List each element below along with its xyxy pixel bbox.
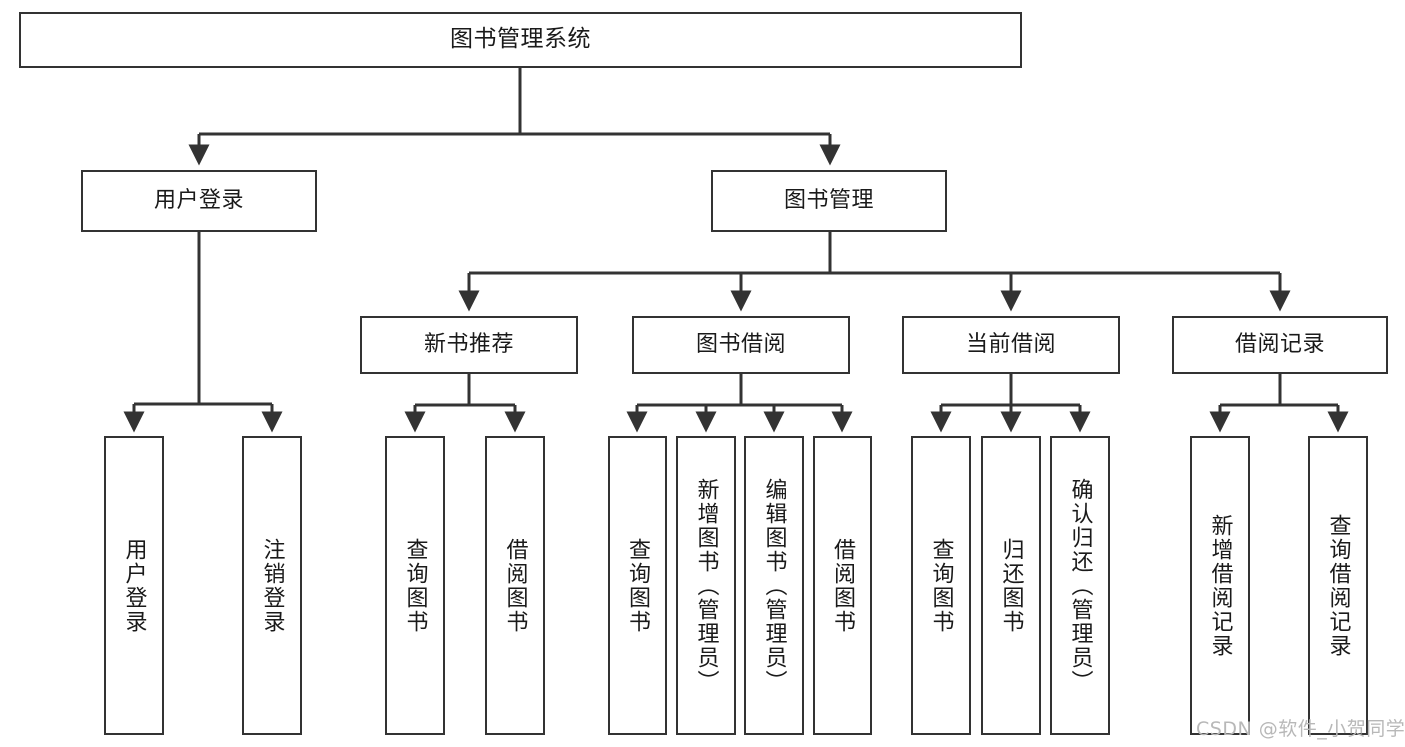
node-book-borrow[interactable]: 图书借阅 bbox=[632, 316, 850, 374]
node-leaf-add-record[interactable]: 新增借阅记录 bbox=[1190, 436, 1250, 735]
node-leaf-edit-book[interactable]: 编辑图书（管理员） bbox=[744, 436, 804, 735]
node-leaf-borrow-book-2[interactable]: 借阅图书 bbox=[813, 436, 872, 735]
csdn-watermark: CSDN @软件_小贺同学 bbox=[1196, 718, 1405, 740]
node-leaf-query-book-1[interactable]: 查询图书 bbox=[385, 436, 445, 735]
node-current-borrow[interactable]: 当前借阅 bbox=[902, 316, 1120, 374]
node-leaf-query-book-1-label: 查询图书 bbox=[402, 537, 428, 634]
node-leaf-user-login-label: 用户登录 bbox=[121, 537, 147, 634]
node-leaf-borrow-book-1-label: 借阅图书 bbox=[502, 537, 528, 634]
node-user-login-label: 用户登录 bbox=[153, 187, 244, 213]
node-leaf-borrow-book-2-label: 借阅图书 bbox=[830, 537, 856, 634]
node-leaf-query-record[interactable]: 查询借阅记录 bbox=[1308, 436, 1368, 735]
node-leaf-confirm-return-label: 确认归还（管理员） bbox=[1067, 477, 1093, 694]
node-root[interactable]: 图书管理系统 bbox=[19, 12, 1022, 68]
node-leaf-add-book[interactable]: 新增图书（管理员） bbox=[676, 436, 736, 735]
node-leaf-edit-book-label: 编辑图书（管理员） bbox=[761, 477, 787, 694]
node-book-manage-label: 图书管理 bbox=[783, 187, 874, 213]
node-leaf-return-book-label: 归还图书 bbox=[998, 537, 1024, 634]
node-new-book-recommend-label: 新书推荐 bbox=[423, 331, 514, 357]
node-borrow-record-label: 借阅记录 bbox=[1234, 331, 1325, 357]
node-leaf-query-book-2[interactable]: 查询图书 bbox=[608, 436, 667, 735]
node-leaf-return-book[interactable]: 归还图书 bbox=[981, 436, 1041, 735]
node-leaf-user-logout[interactable]: 注销登录 bbox=[242, 436, 302, 735]
node-leaf-user-login[interactable]: 用户登录 bbox=[104, 436, 164, 735]
node-book-manage[interactable]: 图书管理 bbox=[711, 170, 947, 232]
node-book-borrow-label: 图书借阅 bbox=[695, 331, 786, 357]
node-current-borrow-label: 当前借阅 bbox=[965, 331, 1056, 357]
node-new-book-recommend[interactable]: 新书推荐 bbox=[360, 316, 578, 374]
node-leaf-add-record-label: 新增借阅记录 bbox=[1207, 513, 1233, 658]
node-user-login[interactable]: 用户登录 bbox=[81, 170, 317, 232]
node-borrow-record[interactable]: 借阅记录 bbox=[1172, 316, 1388, 374]
node-leaf-add-book-label: 新增图书（管理员） bbox=[693, 477, 719, 694]
node-leaf-borrow-book-1[interactable]: 借阅图书 bbox=[485, 436, 545, 735]
node-leaf-confirm-return[interactable]: 确认归还（管理员） bbox=[1050, 436, 1110, 735]
node-leaf-user-logout-label: 注销登录 bbox=[259, 537, 285, 634]
node-leaf-query-book-3-label: 查询图书 bbox=[928, 537, 954, 634]
node-leaf-query-record-label: 查询借阅记录 bbox=[1325, 513, 1351, 658]
node-leaf-query-book-3[interactable]: 查询图书 bbox=[911, 436, 971, 735]
node-root-label: 图书管理系统 bbox=[450, 26, 591, 53]
node-leaf-query-book-2-label: 查询图书 bbox=[625, 537, 651, 634]
